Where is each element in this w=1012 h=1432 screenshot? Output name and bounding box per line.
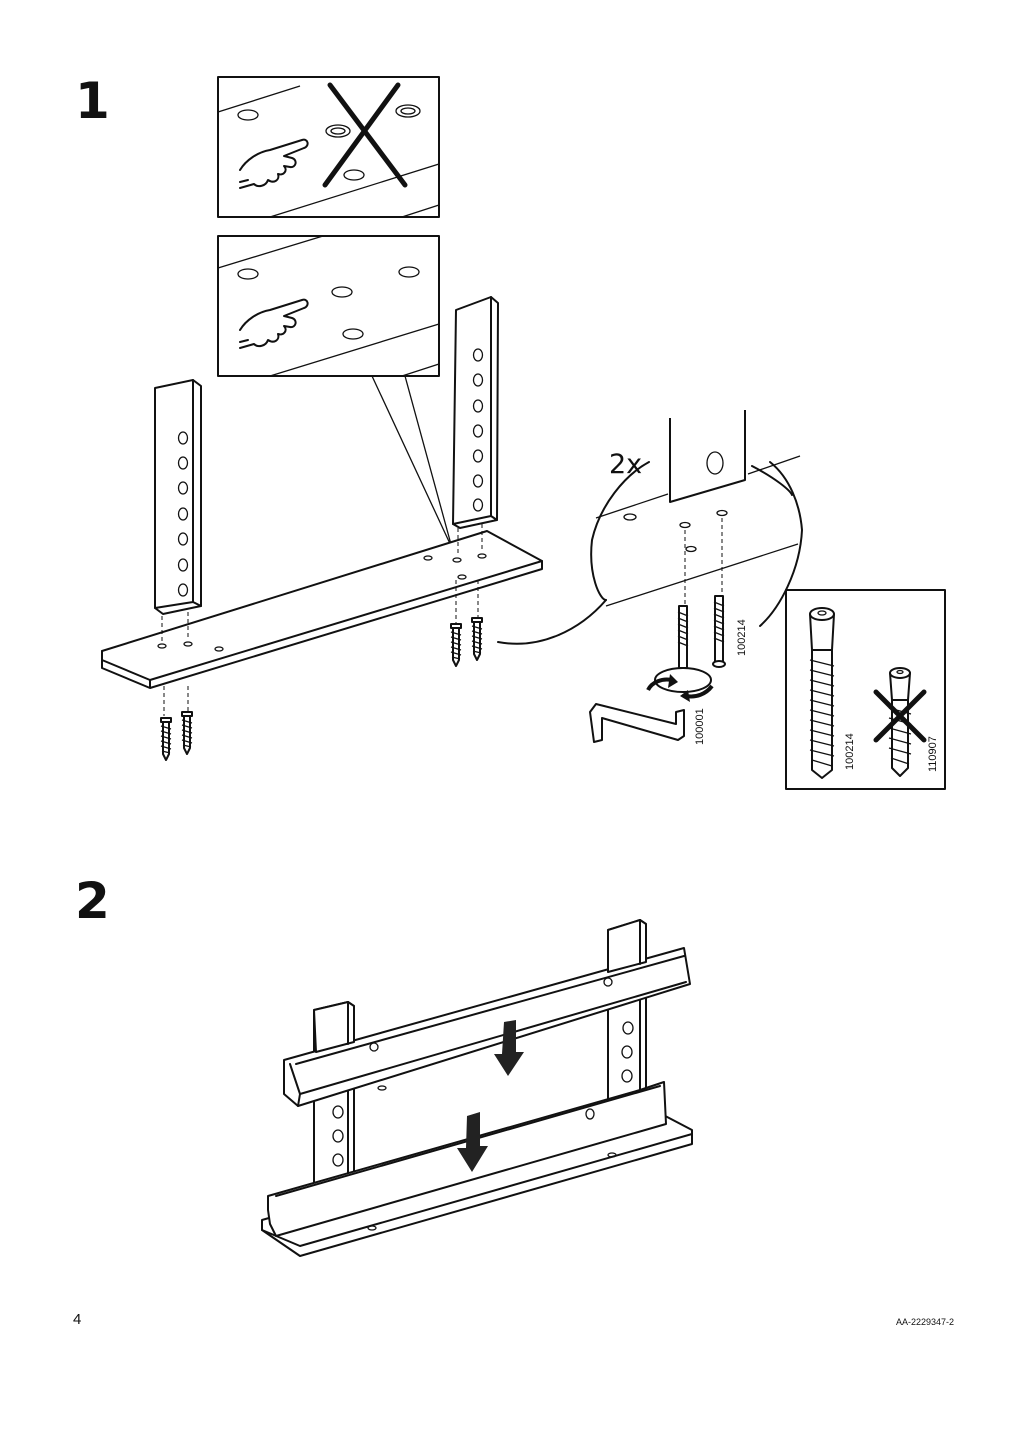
- step2-assembly: [261, 919, 693, 1257]
- cross-out-icon: [322, 82, 408, 188]
- inset-correct-holes: [217, 235, 453, 549]
- step-number-1: 1: [75, 72, 110, 130]
- part-label-screw: 100214: [736, 619, 748, 656]
- inset-wrong-holes: [217, 76, 440, 218]
- down-arrow-icon: [457, 1112, 488, 1172]
- part-label-wrong: 110907: [927, 736, 939, 772]
- upright-right: [452, 296, 499, 529]
- screw-comparison-box: [785, 589, 946, 790]
- base-board-step1: [101, 530, 543, 689]
- quantity-label: 2x: [609, 449, 642, 480]
- cross-out-icon: [873, 689, 927, 743]
- step-number-2: 2: [75, 872, 110, 930]
- page-number: 4: [73, 1311, 82, 1328]
- detail-circle: [589, 410, 803, 743]
- upright-left: [154, 379, 202, 615]
- down-arrow-icon: [494, 1020, 524, 1076]
- document-code: AA-2229347-2: [896, 1317, 955, 1327]
- rotate-arrows-icon: [646, 674, 714, 702]
- part-label-key: 100001: [694, 708, 706, 745]
- part-label-ok: 100214: [844, 733, 856, 770]
